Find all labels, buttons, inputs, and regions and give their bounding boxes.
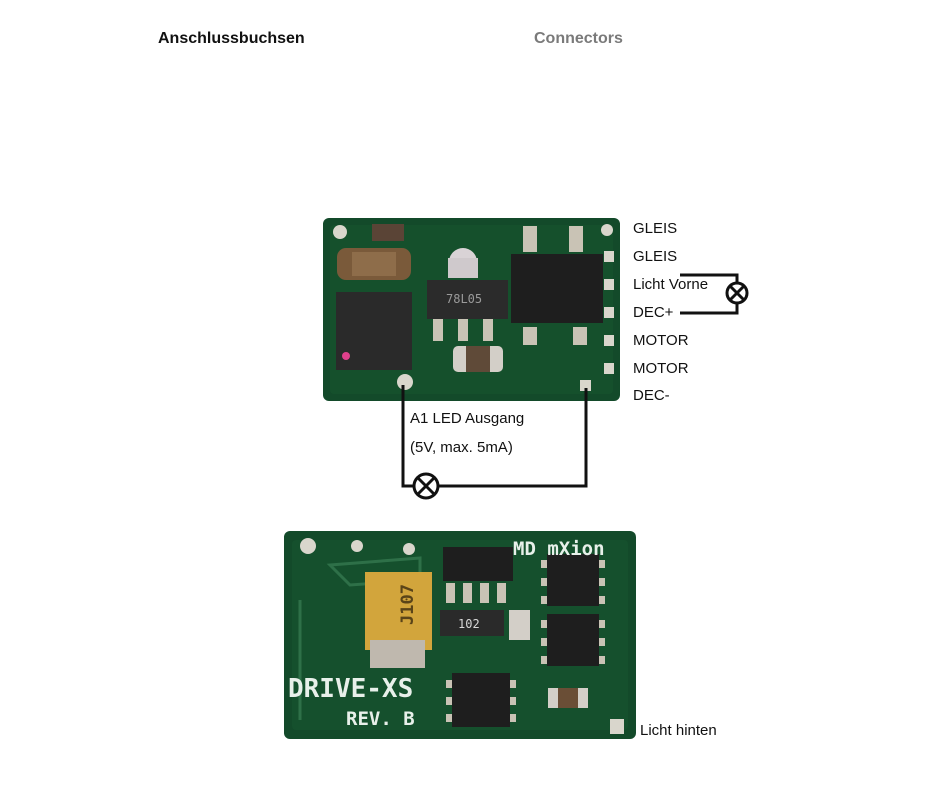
rear-light-label: Licht hinten [640,722,717,739]
front-light-lamp-icon [725,281,749,305]
a1-lamp-icon [412,472,440,500]
top-decoder-board: 78L05 [323,218,620,401]
connector-label-dec-minus: DEC- [633,387,670,404]
connector-label-motor-2: MOTOR [633,360,689,377]
capacitor-marking: J107 [398,584,418,625]
connector-label-licht-vorne: Licht Vorne [633,276,709,293]
resistor-marking: 102 [458,617,480,631]
bottom-decoder-board: J107 102 MD [284,531,636,739]
silkscreen-rev: REV. B [346,708,415,730]
connector-label-motor-1: MOTOR [633,332,689,349]
front-light-wiring [680,273,739,315]
header-english: Connectors [534,30,623,47]
silkscreen-brand: MD mXion [513,538,605,560]
a1-output-wiring [401,385,588,488]
silkscreen-name: DRIVE-XS [288,674,413,704]
header-german: Anschlussbuchsen [158,30,305,47]
regulator-marking: 78L05 [446,292,482,306]
connector-label-dec-plus: DEC+ [633,304,674,321]
a1-output-spec: (5V, max. 5mA) [410,439,513,456]
a1-output-label: A1 LED Ausgang [410,410,525,427]
connector-label-gleis-2: GLEIS [633,248,678,265]
connector-label-gleis-1: GLEIS [633,220,678,237]
